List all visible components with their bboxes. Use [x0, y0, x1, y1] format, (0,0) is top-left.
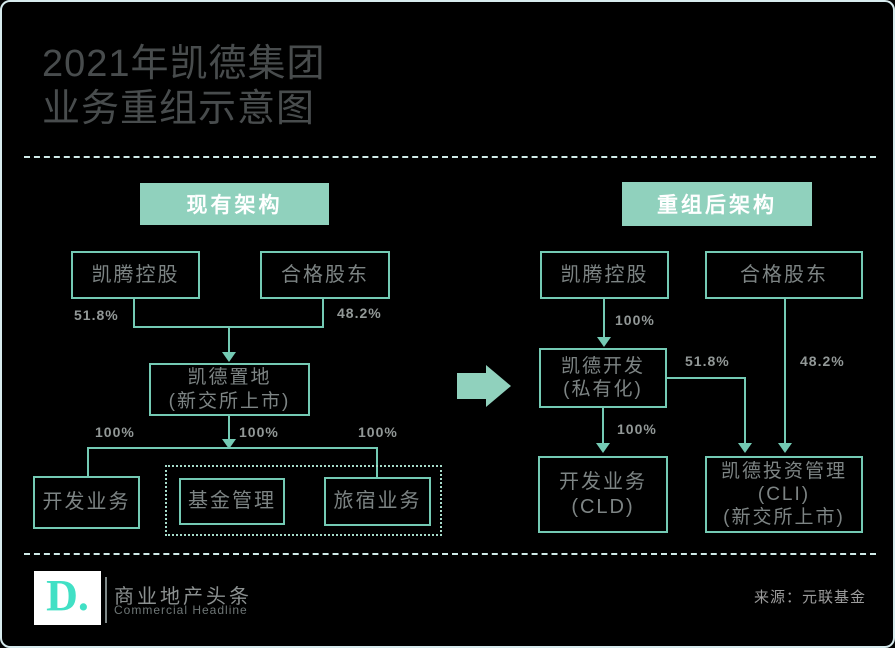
- node-right-kaide-development-private: 凯德开发 (私有化): [539, 348, 667, 408]
- arrowhead-into-bus-icon: [222, 439, 236, 449]
- page-title-line1: 2021年凯德集团: [42, 43, 326, 85]
- left-panel-header-label: 现有架构: [186, 194, 283, 217]
- node-left-kaifa-label: 开发业务: [42, 491, 131, 514]
- connector-left-bus-bottom: [87, 447, 378, 449]
- arrowhead-into-zhidi-icon: [222, 352, 236, 362]
- brand-name-english: Commercial Headline: [114, 603, 248, 617]
- node-right-kaiteng-holdings: 凯腾控股: [540, 251, 669, 299]
- label-left-100pct-a: 100%: [95, 424, 135, 440]
- source-attribution: 来源：元联基金: [754, 589, 867, 606]
- connector-left-to-zhidi: [228, 326, 230, 353]
- node-left-lvsu-label: 旅宿业务: [333, 490, 422, 513]
- commercial-headline-logo: D.: [34, 571, 101, 625]
- connector-right-hege-down: [784, 299, 786, 444]
- arrowhead-into-cli-left-icon: [738, 443, 752, 453]
- node-right-kaiteng-label: 凯腾控股: [560, 263, 649, 286]
- node-left-qualified-shareholders: 合格股东: [260, 251, 390, 299]
- connector-kaide-kaifa-right: [667, 377, 746, 379]
- connector-kaide-kaifa-down: [602, 408, 604, 444]
- label-left-51-8pct: 51.8%: [74, 307, 119, 323]
- node-cli-line1: 凯德投资管理: [720, 460, 847, 482]
- footer-divider-dashed-line: [24, 553, 876, 555]
- label-right-48-2pct: 48.2%: [800, 353, 845, 369]
- node-cld-line2: (CLD): [571, 495, 635, 518]
- connector-left-hege-down: [322, 299, 324, 328]
- node-left-capitaland-zhidi: 凯德置地 (新交所上市): [149, 363, 310, 416]
- connector-left-kaiteng-down: [133, 299, 135, 328]
- arrowhead-into-kaide-kaifa-icon: [597, 337, 611, 347]
- node-left-kaiteng-holdings: 凯腾控股: [71, 251, 200, 299]
- right-panel-header-label: 重组后架构: [657, 194, 777, 217]
- node-right-hege-label: 合格股东: [740, 263, 828, 286]
- node-right-development-cld: 开发业务 (CLD): [538, 456, 668, 533]
- node-left-lodging-business: 旅宿业务: [324, 477, 431, 526]
- connector-to-lvsu: [376, 447, 378, 477]
- label-left-100pct-c: 100%: [358, 424, 398, 440]
- node-left-hege-label: 合格股东: [281, 263, 369, 286]
- node-right-qualified-shareholders: 合格股东: [705, 251, 863, 299]
- label-left-48-2pct: 48.2%: [337, 305, 382, 321]
- node-left-jijin-label: 基金管理: [188, 490, 276, 513]
- page-title: 2021年凯德集团 业务重组示意图: [42, 42, 326, 132]
- node-cld-line1: 开发业务: [559, 471, 647, 494]
- arrow-right-icon: [486, 365, 511, 407]
- node-kaide-kaifa-line2: (私有化): [563, 379, 643, 400]
- node-left-kaiteng-label: 凯腾控股: [91, 263, 180, 286]
- node-zhidi-line1: 凯德置地: [187, 367, 272, 389]
- node-kaide-kaifa-line1: 凯德开发: [560, 355, 645, 377]
- transition-arrow-shaft: [457, 373, 486, 399]
- label-right-51-8pct: 51.8%: [685, 353, 730, 369]
- connector-right-kaiteng-down: [603, 299, 605, 338]
- logo-d-glyph: D.: [46, 571, 89, 620]
- label-right-100pct-top: 100%: [615, 312, 655, 328]
- node-right-capitaland-investment-cli: 凯德投资管理 (CLI) (新交所上市): [705, 456, 863, 533]
- node-zhidi-line2: (新交所上市): [168, 390, 291, 412]
- connector-51-8-down: [744, 377, 746, 444]
- page-title-line2: 业务重组示意图: [42, 87, 316, 130]
- node-cli-line2: (CLI): [757, 483, 811, 505]
- brand-name-chinese: 商业地产头条: [114, 586, 252, 608]
- connector-zhidi-down: [228, 416, 230, 441]
- title-divider-dashed-line: [24, 156, 876, 158]
- connector-to-kaifa: [87, 447, 89, 477]
- node-left-fund-management: 基金管理: [179, 478, 285, 525]
- arrowhead-into-cli-right-icon: [778, 443, 792, 453]
- node-left-development-business: 开发业务: [33, 476, 140, 529]
- arrowhead-into-cld-icon: [596, 443, 610, 453]
- right-panel-header: 重组后架构: [622, 182, 812, 226]
- node-cli-line3: (新交所上市): [723, 507, 845, 529]
- label-left-100pct-b: 100%: [239, 424, 279, 440]
- label-right-100pct-mid: 100%: [617, 421, 657, 437]
- group-outline-fund-lodging: [165, 465, 442, 536]
- footer-logo-separator: [105, 577, 107, 623]
- left-panel-header: 现有架构: [140, 183, 329, 225]
